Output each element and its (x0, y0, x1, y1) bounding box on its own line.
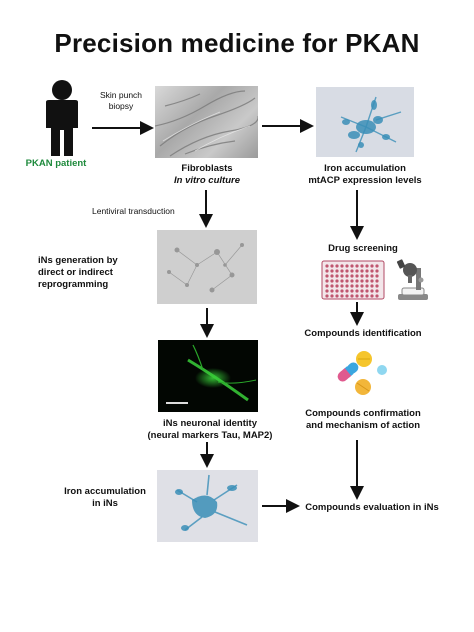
transduction-label: Lentiviral transduction (92, 206, 175, 216)
neuronal-identity-line-2: (neural markers Tau, MAP2) (147, 430, 273, 441)
patient-label: PKAN patient (25, 158, 87, 169)
neuronal-identity-line-1: iNs neuronal identity (163, 418, 257, 429)
ins-reprogramming-image (157, 230, 257, 304)
fibroblasts-label-line-1: Fibroblasts (181, 163, 233, 174)
ins-generation-line-1: iNs generation by (38, 255, 118, 266)
page-title: Precision medicine for PKAN (54, 28, 420, 58)
iron-fibro-label: Iron accumulation mtACP expression level… (300, 163, 430, 187)
neuronal-identity-label: iNs neuronal identity (neural markers Ta… (130, 418, 290, 442)
compounds-evaluation-label: Compounds evaluation in iNs (305, 502, 439, 513)
iron-staining-ins-image (157, 470, 258, 542)
fibroblasts-label: Fibroblasts In vitro culture (148, 163, 266, 187)
compounds-confirmation-line-1: Compounds confirmation (305, 408, 421, 419)
biopsy-label-line-2: biopsy (108, 101, 134, 111)
iron-ins-line-1: Iron accumulation (64, 486, 146, 497)
iron-ins-line-2: in iNs (92, 498, 118, 509)
compounds-confirmation-label: Compounds confirmation and mechanism of … (298, 408, 428, 432)
ins-generation-label: iNs generation by direct or indirect rep… (38, 255, 148, 291)
person-silhouette-icon (40, 80, 84, 158)
iron-fibro-label-line-1: Iron accumulation (324, 163, 406, 174)
biopsy-label: Skin punch biopsy (86, 90, 156, 112)
iron-fibro-label-line-2: mtACP expression levels (308, 175, 422, 186)
pills-icon (330, 348, 394, 398)
ins-generation-line-3: reprogramming (38, 279, 109, 290)
fibroblasts-label-line-2: In vitro culture (174, 175, 240, 186)
fibroblast-culture-image (155, 86, 258, 158)
compounds-confirmation-line-2: and mechanism of action (305, 420, 421, 431)
biopsy-label-line-1: Skin punch (99, 90, 143, 100)
drug-screening-label: Drug screening (328, 243, 398, 254)
well-plate-icon (321, 260, 385, 300)
microscope-icon (392, 258, 432, 302)
neuron-fluorescence-image (158, 340, 258, 412)
iron-ins-label: Iron accumulation in iNs (55, 486, 155, 510)
ins-generation-line-2: direct or indirect (38, 267, 113, 278)
compounds-identification-label: Compounds identification (304, 328, 422, 339)
iron-staining-fibroblast-image (316, 87, 414, 157)
